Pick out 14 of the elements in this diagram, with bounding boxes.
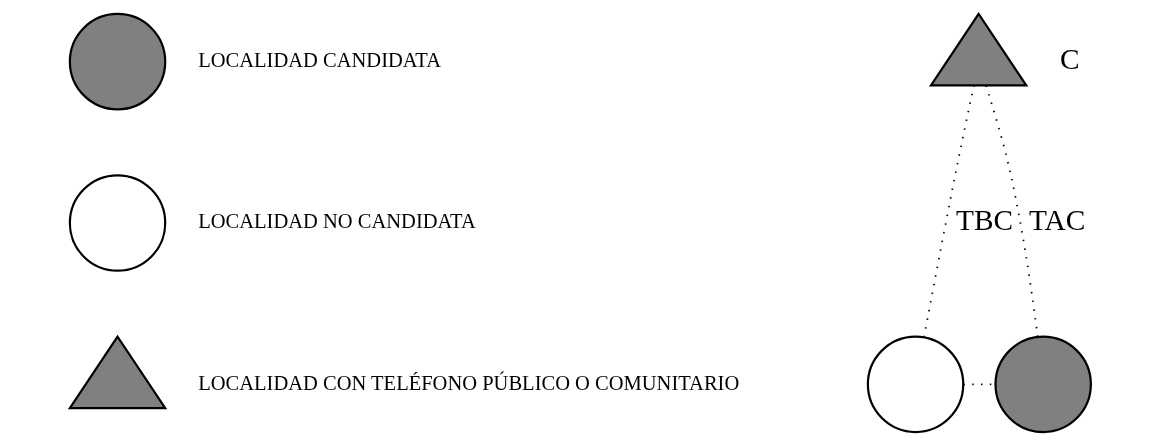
node-label: LOCALIDAD CON TELÉFONO PÚBLICO O COMUNITARIO [197, 371, 739, 394]
edge-label: TAC [1028, 204, 1085, 237]
connector [922, 85, 975, 338]
node-label: C [1059, 42, 1080, 75]
node-circle [993, 335, 1092, 434]
node-label: LOCALIDAD NO CANDIDATA [197, 210, 476, 233]
node-circle [866, 335, 964, 434]
connector [984, 84, 1039, 338]
node-triangle [67, 334, 167, 410]
node-circle [68, 174, 166, 272]
node-triangle [928, 11, 1028, 87]
node-circle [68, 12, 166, 111]
edge-label: TBC [955, 204, 1013, 237]
node-label: LOCALIDAD CANDIDATA [197, 49, 441, 72]
